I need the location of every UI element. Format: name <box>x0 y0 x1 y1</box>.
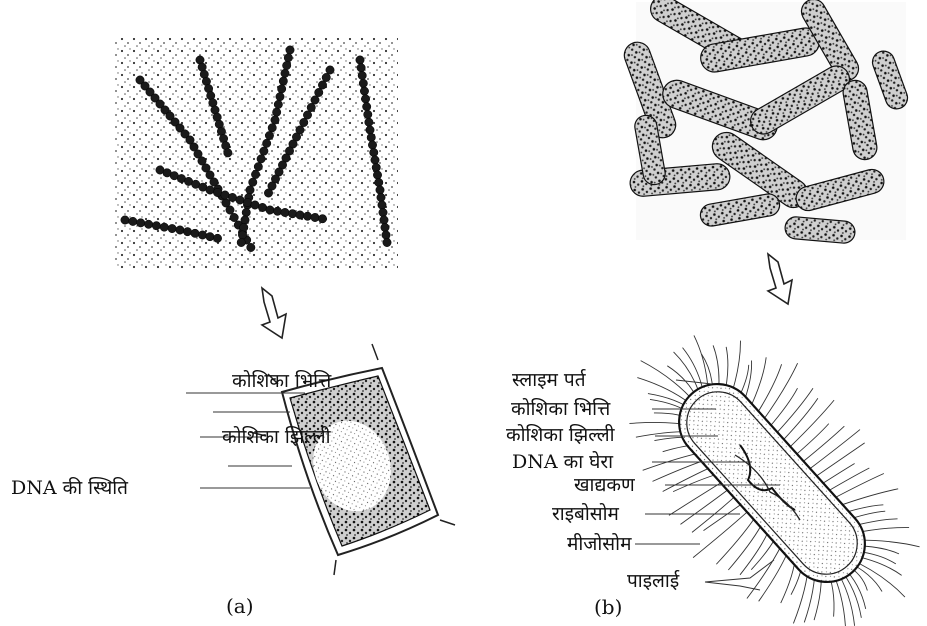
label-cell-wall-b: कोशिका भित्ति <box>511 400 610 419</box>
arrow-down-icon <box>262 288 286 338</box>
label-pili: पाइलाई <box>627 572 679 591</box>
label-ribosome: राइबोसोम <box>552 505 619 524</box>
micrograph-rods <box>621 0 911 244</box>
label-dna-position-a: DNA की स्थिति <box>11 479 128 498</box>
label-slime-layer: स्लाइम पर्त <box>512 371 586 390</box>
label-dna-region: DNA का घेरा <box>512 453 613 472</box>
label-cell-membrane-b: कोशिका झिल्ली <box>506 426 615 445</box>
caption-a: (a) <box>226 596 254 616</box>
label-cell-wall-a: कोशिका भित्ति <box>232 372 331 391</box>
arrow-down-icon <box>768 254 792 304</box>
label-food-granules: खाद्यकण <box>574 476 635 495</box>
micrograph-cocci-chains <box>115 38 398 270</box>
caption-b: (b) <box>594 597 622 617</box>
label-mesosome: मीजोसोम <box>567 535 631 554</box>
label-cell-membrane-a: कोशिका झिल्ली <box>222 428 331 447</box>
